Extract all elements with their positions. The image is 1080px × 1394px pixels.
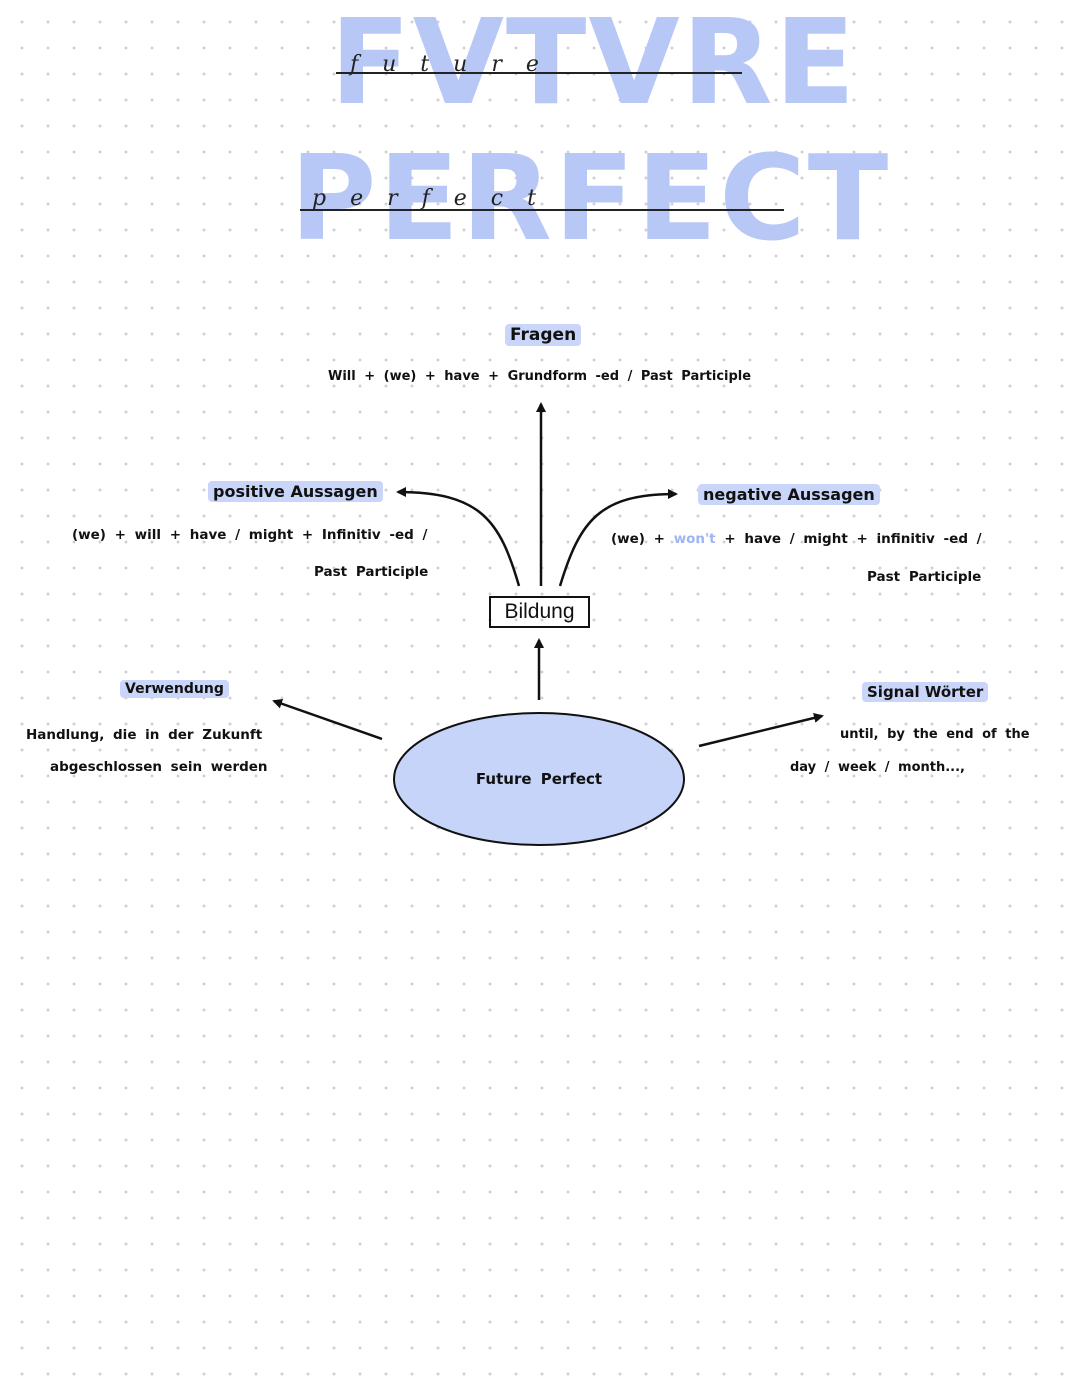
negative-line-2: Past Participle bbox=[867, 569, 982, 585]
arrow-to-positive bbox=[396, 487, 521, 587]
negative-heading: negative Aussagen bbox=[698, 484, 880, 505]
verwendung-heading: Verwendung bbox=[120, 680, 229, 698]
bildung-label: Bildung bbox=[504, 600, 575, 623]
positive-heading: positive Aussagen bbox=[208, 481, 383, 502]
negative-line-1-end: + have / might + infinitiv -ed / bbox=[715, 531, 982, 547]
fragen-text: Will + (we) + have + Grundform -ed / Pas… bbox=[328, 369, 752, 384]
title-line-2: PERFECT bbox=[290, 129, 891, 267]
fragen-heading: Fragen bbox=[505, 324, 582, 346]
negative-line-1-start: (we) + bbox=[611, 531, 674, 547]
title-script-2: perfect bbox=[312, 186, 560, 211]
negative-line-1-accent: won't bbox=[673, 531, 716, 547]
center-ellipse bbox=[393, 712, 685, 846]
verwendung-line-1: Handlung, die in der Zukunft bbox=[26, 727, 263, 743]
negative-line-1: (we) + won't + have / might + infinitiv … bbox=[611, 531, 982, 547]
signal-line-2: day / week / month..., bbox=[790, 760, 965, 775]
arrow-to-signal bbox=[698, 713, 824, 748]
signal-line-1: until, by the end of the bbox=[840, 727, 1030, 742]
verwendung-line-2: abgeschlossen sein werden bbox=[50, 759, 268, 775]
positive-line-1: (we) + will + have / might + Infinitiv -… bbox=[72, 527, 428, 543]
signal-heading: Signal Wörter bbox=[862, 682, 989, 702]
center-label: Future Perfect bbox=[475, 770, 603, 788]
arrow-to-verwendung bbox=[272, 698, 383, 741]
bildung-box bbox=[489, 596, 590, 628]
positive-line-2: Past Participle bbox=[314, 564, 429, 580]
arrow-to-negative bbox=[558, 489, 678, 587]
